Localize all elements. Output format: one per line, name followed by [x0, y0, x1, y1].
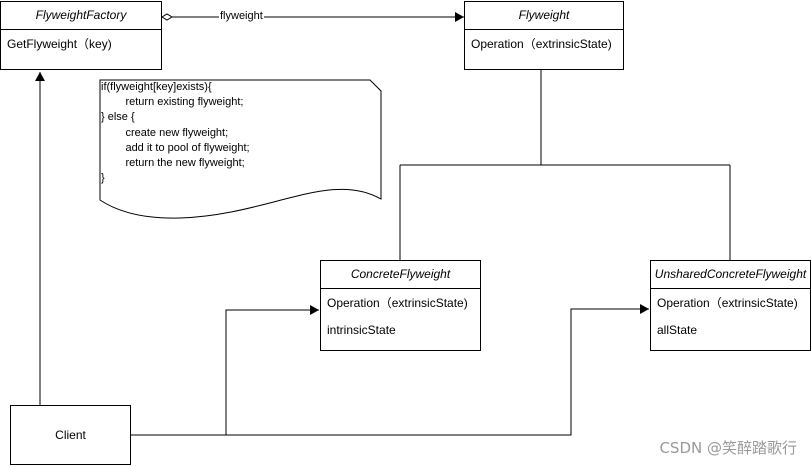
factory-class-box[interactable]: FlyweightFactory GetFlyweight（key) [0, 1, 162, 70]
unshared-method: Operation（extrinsicState) [657, 296, 798, 310]
concrete-class-title: ConcreteFlyweight [321, 261, 480, 289]
flyweight-class-box[interactable]: Flyweight Operation（extrinsicState) [464, 1, 624, 70]
client-to-concrete-arrow [130, 305, 319, 436]
aggregation-diamond-icon [161, 13, 173, 21]
concrete-field: intrinsicState [327, 323, 396, 337]
concrete-class-box[interactable]: ConcreteFlyweight Operation（extrinsicSta… [320, 260, 481, 351]
factory-class-title: FlyweightFactory [1, 2, 161, 30]
unshared-class-title: UnsharedConcreteFlyweight [651, 261, 810, 289]
note-shape [99, 79, 382, 219]
inheritance-connector [399, 70, 731, 260]
flyweight-class-title: Flyweight [465, 2, 623, 30]
watermark-text: CSDN @笑醉踏歌行 [659, 439, 797, 457]
client-box[interactable]: Client [10, 405, 131, 465]
note-code-text: if(flyweight[key]exists){ return existin… [101, 81, 250, 185]
flyweight-method: Operation（extrinsicState) [471, 37, 612, 51]
aggregation-label: flyweight [219, 10, 264, 22]
unshared-field: allState [657, 323, 698, 337]
unshared-class-box[interactable]: UnsharedConcreteFlyweight Operation（extr… [650, 260, 811, 351]
aggregation-connector [161, 12, 464, 22]
client-label: Client [55, 428, 86, 442]
client-to-unshared-arrow [226, 304, 649, 436]
concrete-method: Operation（extrinsicState) [327, 296, 468, 310]
factory-method: GetFlyweight（key) [7, 37, 112, 51]
